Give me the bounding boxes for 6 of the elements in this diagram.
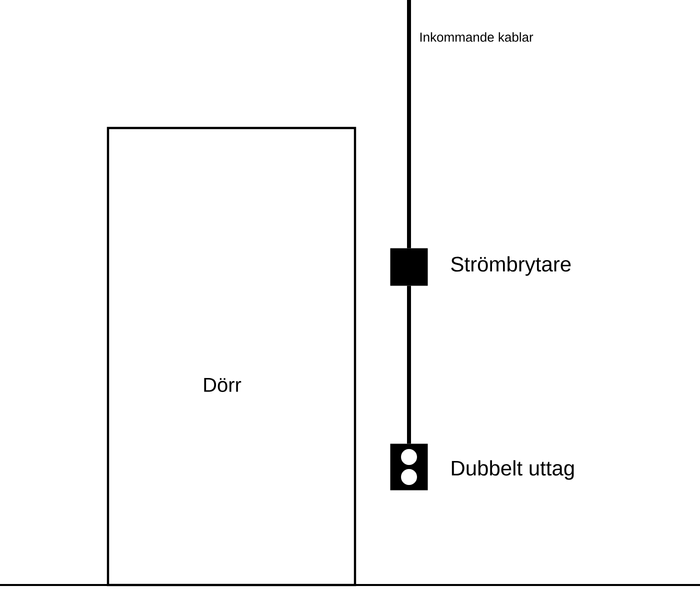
cable-line — [407, 0, 411, 248]
component-label: Strömbrytare — [451, 256, 571, 276]
cable-line — [407, 286, 411, 444]
door-box: Dörr — [106, 126, 356, 586]
edge-label: Inkommande kablar — [420, 32, 534, 42]
component-label: Dubbelt uttag — [452, 460, 574, 480]
